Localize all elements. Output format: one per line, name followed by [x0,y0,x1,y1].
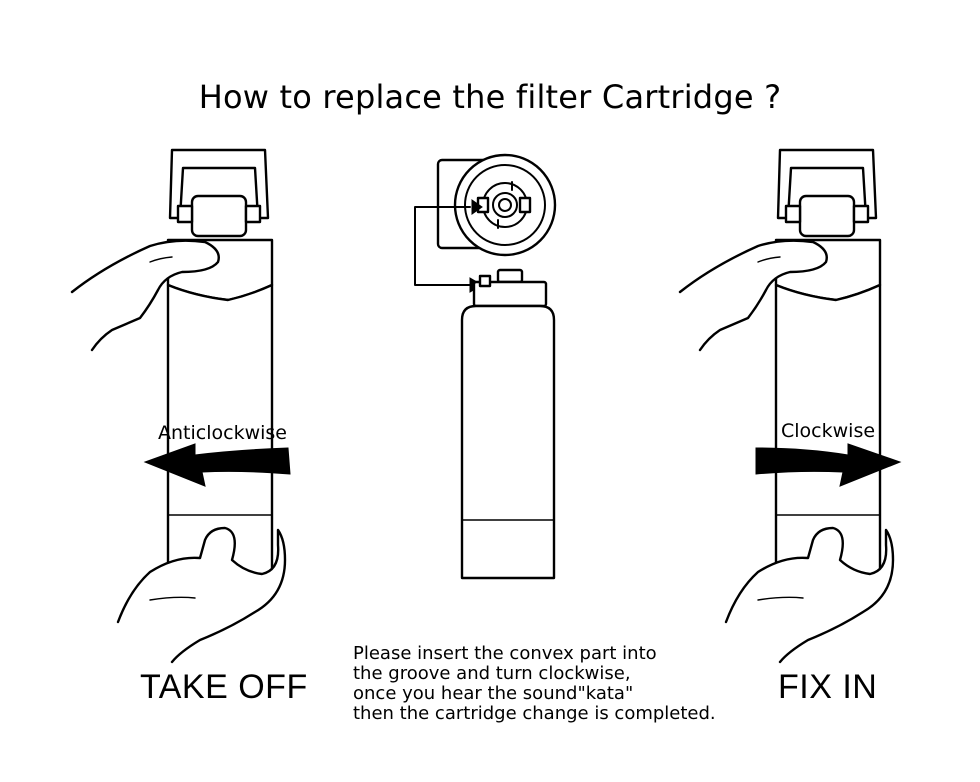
instruction-line: then the cartridge change is completed. [353,703,716,724]
page-title: How to replace the filter Cartridge ? [198,78,782,116]
right-filter-illustration [678,148,902,664]
instruction-line: once you hear the sound"kata" [353,683,634,704]
center-filter-illustration [414,153,557,580]
instruction-note: Please insert the convex part into the g… [353,644,716,724]
fix-in-caption: FIX IN [778,668,878,706]
take-off-caption: TAKE OFF [140,668,308,706]
instruction-line: the groove and turn clockwise, [353,663,631,684]
left-filter-illustration [70,148,291,664]
instruction-line: Please insert the convex part into [353,643,657,664]
clockwise-label: Clockwise [781,420,875,442]
anticlockwise-label: Anticlockwise [158,422,287,444]
